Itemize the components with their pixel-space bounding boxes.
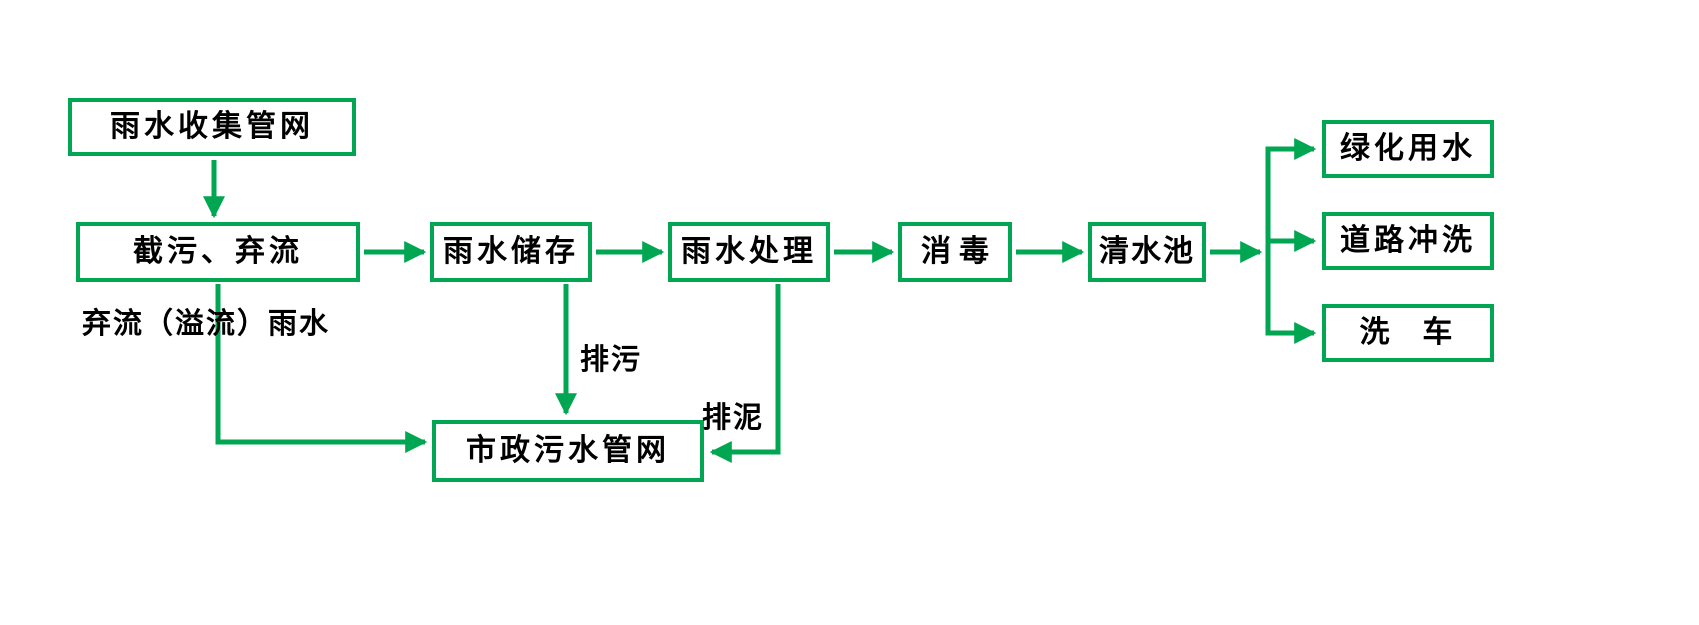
node-rainwater-storage-label: 雨水储存 bbox=[443, 234, 579, 269]
node-rainwater-treatment-label: 雨水处理 bbox=[681, 234, 817, 269]
node-road-washing-label: 道路冲洗 bbox=[1340, 223, 1476, 258]
node-clear-water-tank-label: 清水池 bbox=[1099, 234, 1195, 269]
node-disinfection: 消毒 bbox=[898, 222, 1012, 282]
connector-interception-to-municipal bbox=[215, 284, 428, 454]
node-municipal-sewage-network-label: 市政污水管网 bbox=[466, 433, 670, 468]
label-sewage-discharge: 排污 bbox=[580, 342, 643, 376]
node-interception-diversion: 截污、弃流 bbox=[76, 222, 360, 282]
label-sludge-discharge: 排泥 bbox=[702, 400, 765, 434]
node-rainwater-collection-label: 雨水收集管网 bbox=[110, 109, 314, 144]
node-municipal-sewage-network: 市政污水管网 bbox=[432, 420, 704, 482]
node-clear-water-tank: 清水池 bbox=[1088, 222, 1206, 282]
node-disinfection-label: 消毒 bbox=[921, 234, 997, 269]
node-car-washing: 洗 车 bbox=[1322, 304, 1494, 362]
node-greening-water-label: 绿化用水 bbox=[1340, 131, 1476, 166]
node-interception-diversion-label: 截污、弃流 bbox=[133, 234, 303, 269]
node-rainwater-collection: 雨水收集管网 bbox=[68, 98, 356, 156]
node-rainwater-treatment: 雨水处理 bbox=[668, 222, 830, 282]
node-rainwater-storage: 雨水储存 bbox=[430, 222, 592, 282]
label-diverted-overflow-rainwater: 弃流（溢流）雨水 bbox=[82, 306, 331, 340]
node-car-washing-label: 洗 车 bbox=[1359, 315, 1457, 350]
node-greening-water: 绿化用水 bbox=[1322, 120, 1494, 178]
connector-treatment-to-municipal bbox=[709, 284, 781, 464]
node-road-washing: 道路冲洗 bbox=[1322, 212, 1494, 270]
